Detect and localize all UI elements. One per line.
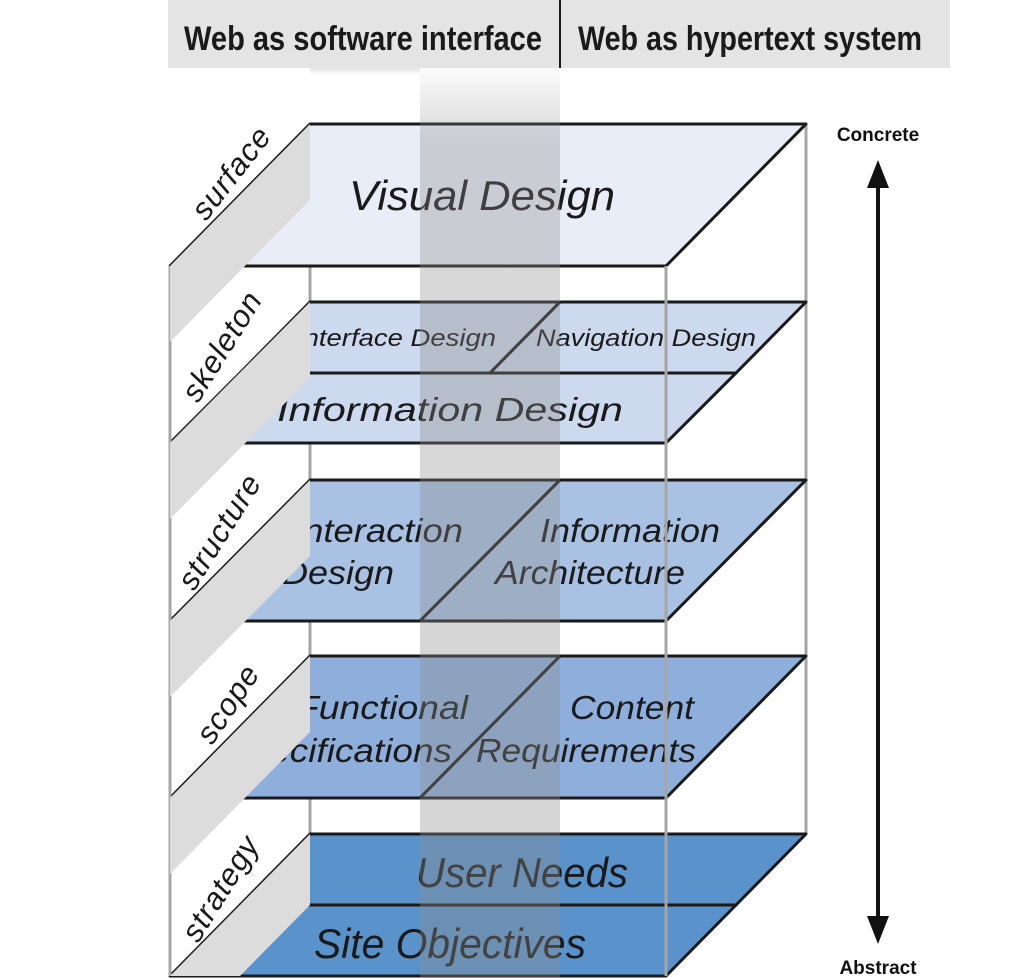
scope-tab	[170, 656, 310, 874]
structure-tab	[170, 480, 310, 697]
scope-content-line1: Content	[570, 689, 696, 726]
axis-abstract-label: Abstract	[839, 958, 917, 978]
skeleton-tab	[170, 302, 310, 519]
header-software-interface: Web as software interface	[184, 20, 542, 58]
surface-tab	[170, 124, 310, 342]
axis-arrow-up-icon	[867, 160, 889, 188]
axis-arrow-down-icon	[867, 916, 889, 944]
structure-information-line1: Information	[540, 512, 720, 549]
axis-concrete-label: Concrete	[837, 125, 919, 146]
software-column-shade	[420, 68, 560, 978]
strategy-tab	[170, 834, 310, 976]
abstraction-axis: Concrete Abstract	[837, 125, 919, 978]
header-hypertext-system: Web as hypertext system	[578, 20, 922, 58]
skeleton-navigation-design: Navigation Design	[536, 325, 756, 352]
